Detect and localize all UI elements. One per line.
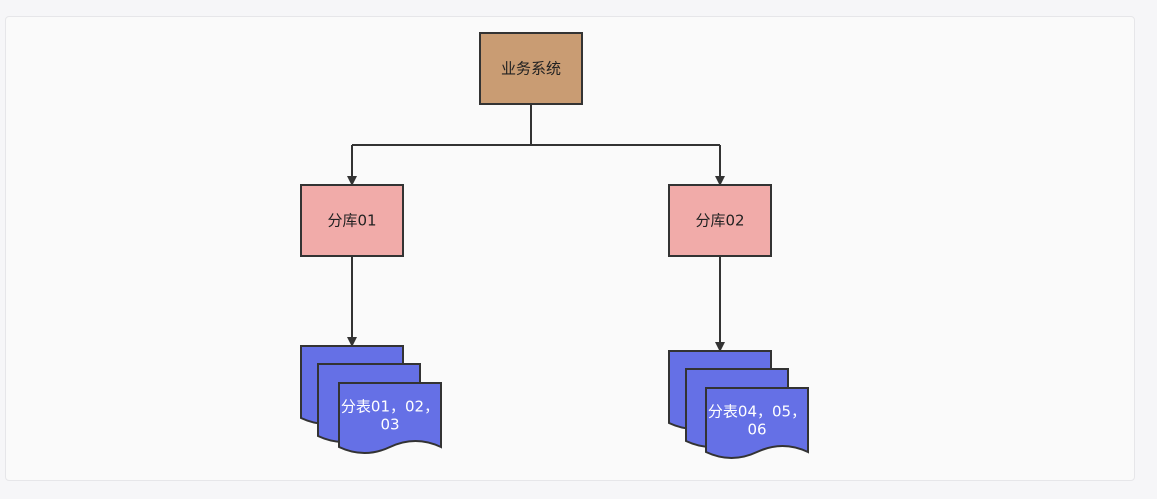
table-stack-01[interactable]: 分表01，02， 03 bbox=[300, 345, 442, 454]
root-node-label: 业务系统 bbox=[501, 60, 561, 78]
table-stack-01-line2: 03 bbox=[380, 416, 399, 434]
table-stack-01-line1: 分表01，02， bbox=[341, 398, 439, 416]
table-stack-02-line1: 分表04，05， bbox=[708, 403, 806, 421]
table-doc-front bbox=[705, 387, 809, 459]
connectors bbox=[347, 104, 725, 352]
root-node[interactable]: 业务系统 bbox=[479, 32, 583, 105]
table-doc-front bbox=[338, 382, 442, 454]
shard-db-02-node[interactable]: 分库02 bbox=[668, 184, 772, 257]
shard-db-01-node[interactable]: 分库01 bbox=[300, 184, 404, 257]
table-stack-02-line2: 06 bbox=[747, 421, 766, 439]
shard-db-02-label: 分库02 bbox=[695, 212, 744, 230]
table-stack-02[interactable]: 分表04，05， 06 bbox=[668, 350, 809, 459]
shard-db-01-label: 分库01 bbox=[327, 212, 376, 230]
